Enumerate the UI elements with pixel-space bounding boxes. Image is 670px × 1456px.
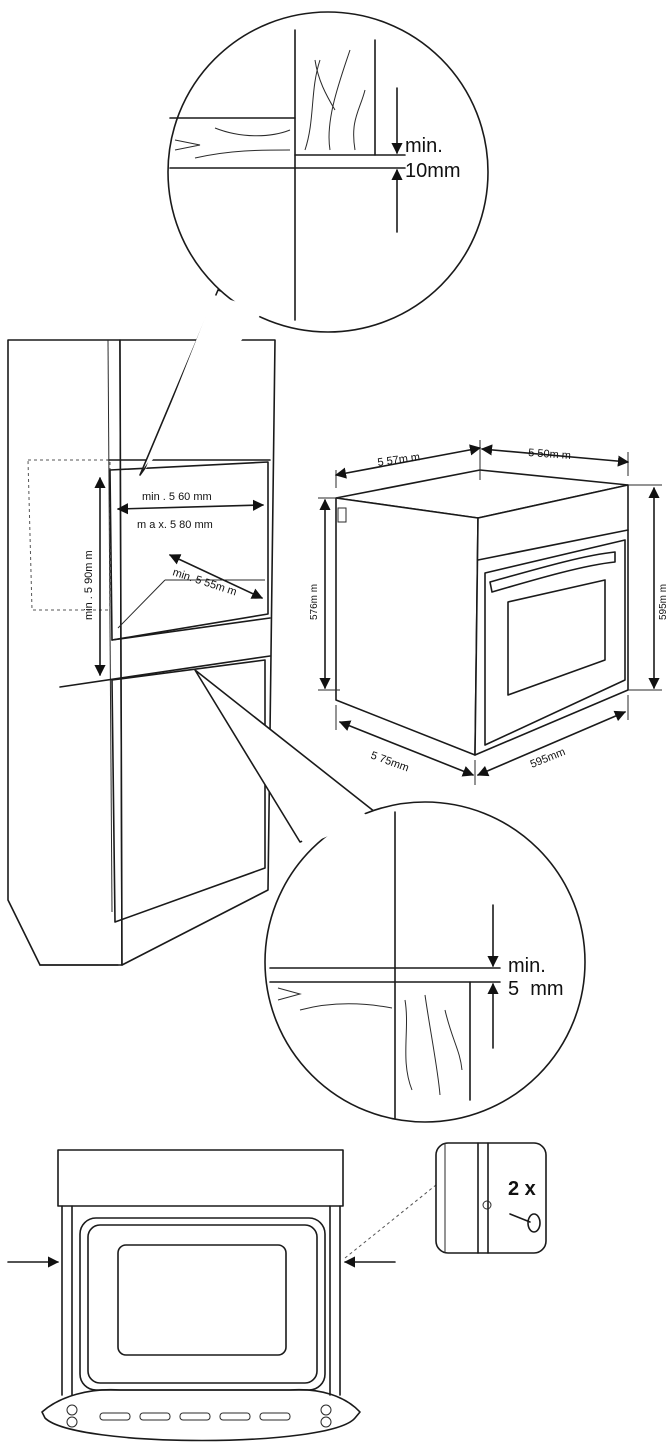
oven-bottom-width-label: 595mm xyxy=(529,746,568,771)
screw-count-label: 2 x xyxy=(508,1178,536,1200)
oven-bottom-depth-label: 5 75mm xyxy=(369,750,410,775)
cabinet-width-max-label: m a x. 5 80 mm xyxy=(137,519,213,531)
cabinet-dimensions xyxy=(94,476,265,677)
front-view-oven xyxy=(41,1149,361,1442)
top-gap-value-label: 10mm xyxy=(405,160,461,182)
bottom-callout xyxy=(194,669,586,1123)
screw-icon xyxy=(509,1213,541,1233)
oven-dimensions xyxy=(318,440,662,785)
screw-detail-box xyxy=(435,1142,547,1254)
top-gap-min-label: min. xyxy=(405,135,443,157)
cabinet-width-min-label: min . 5 60 mm xyxy=(142,491,212,503)
bottom-gap-min-label: min. xyxy=(508,955,546,977)
bottom-gap-value-label: 5 mm xyxy=(508,978,564,1000)
oven-front-height-label: 595m m xyxy=(658,584,669,620)
oven-top-width-label: 5 50m m xyxy=(528,447,572,462)
cabinet-outline xyxy=(7,339,276,966)
oven-body xyxy=(335,469,629,756)
oven-top-depth-label: 5 57m m xyxy=(377,451,421,469)
cabinet-height-min-label: min . 5 90m m xyxy=(83,550,95,620)
oven-body-height-label: 576m m xyxy=(309,584,320,620)
top-callout xyxy=(139,11,489,476)
screw-position-arrows xyxy=(7,1184,437,1268)
